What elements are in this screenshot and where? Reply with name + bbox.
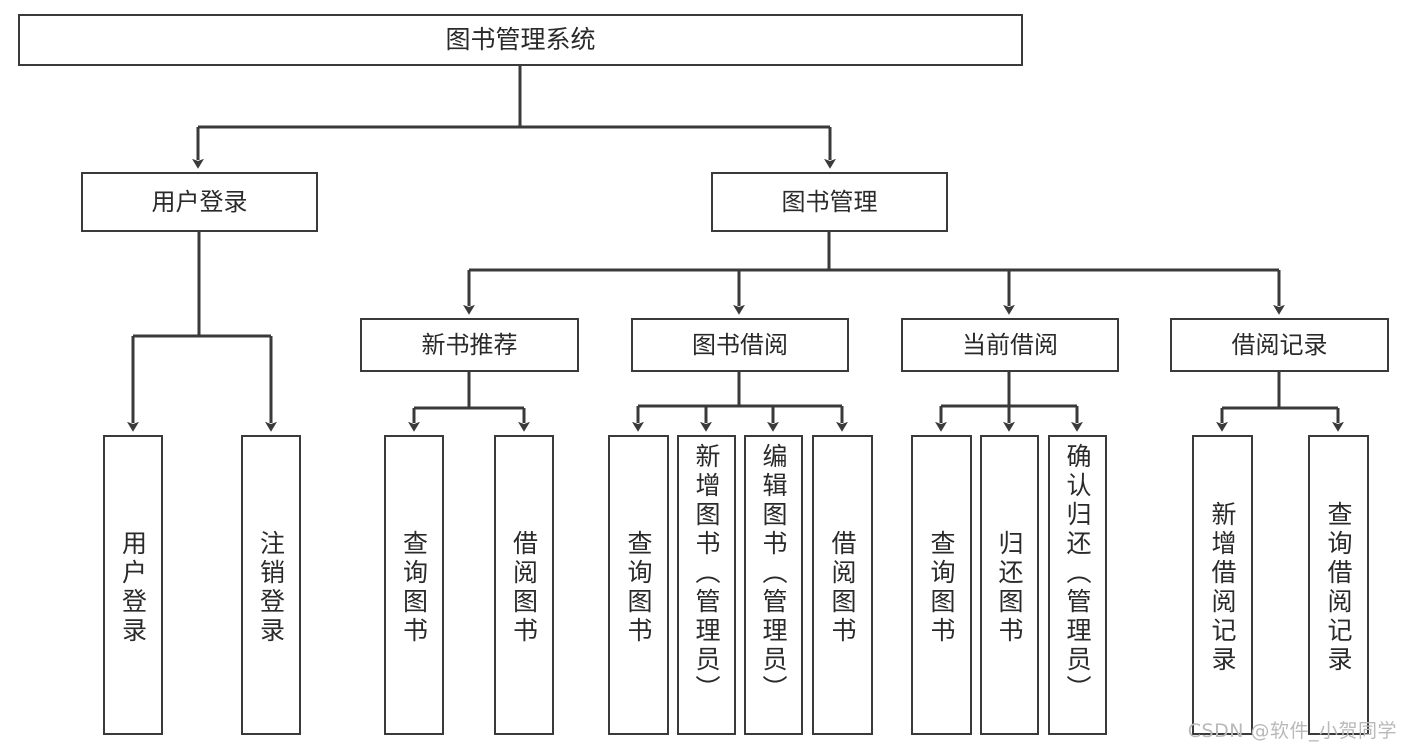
node-label: 新增图书（管理员） [692,443,721,704]
node-borrow-record[interactable]: 借阅记录 [1170,318,1389,372]
node-label: 借阅图书 [828,530,857,646]
node-label: 确认归还（管理员） [1063,443,1092,704]
node-label: 查询图书 [624,530,653,646]
node-label: 图书管理系统 [445,25,596,55]
node-label: 当前借阅 [962,330,1058,359]
node-label: 新增借阅记录 [1208,501,1237,675]
node-label: 用户登录 [151,187,248,216]
leaf-user-login[interactable]: 用户登录 [103,435,163,735]
leaf-query-book-current[interactable]: 查询图书 [911,435,972,735]
node-label: 归还图书 [995,530,1024,646]
node-book-management[interactable]: 图书管理 [711,172,948,232]
leaf-query-borrow-record[interactable]: 查询借阅记录 [1308,435,1369,735]
node-user-login[interactable]: 用户登录 [81,172,318,232]
leaf-logout[interactable]: 注销登录 [241,435,301,735]
node-label: 查询借阅记录 [1324,501,1353,675]
node-book-borrow[interactable]: 图书借阅 [631,318,849,372]
leaf-borrow-book[interactable]: 借阅图书 [812,435,873,735]
leaf-borrow-book-recommend[interactable]: 借阅图书 [494,435,554,735]
watermark-text: CSDN @软件_小贺同学 [1187,720,1397,742]
node-label: 用户登录 [118,530,148,646]
leaf-confirm-return-admin[interactable]: 确认归还（管理员） [1048,435,1107,735]
node-label: 查询图书 [927,530,956,646]
leaf-query-book-borrow[interactable]: 查询图书 [608,435,669,735]
node-label: 图书借阅 [692,330,788,359]
node-label: 注销登录 [256,530,286,646]
node-label: 编辑图书（管理员） [759,443,788,704]
node-label: 新书推荐 [421,330,518,359]
node-label: 借阅记录 [1231,330,1328,359]
node-root[interactable]: 图书管理系统 [18,14,1023,66]
leaf-query-book-recommend[interactable]: 查询图书 [384,435,444,735]
leaf-edit-book-admin[interactable]: 编辑图书（管理员） [744,435,803,735]
leaf-add-book-admin[interactable]: 新增图书（管理员） [677,435,736,735]
node-label: 图书管理 [781,187,878,216]
node-label: 借阅图书 [509,530,539,646]
node-new-book-recommend[interactable]: 新书推荐 [360,318,579,372]
leaf-add-borrow-record[interactable]: 新增借阅记录 [1192,435,1253,735]
node-label: 查询图书 [399,530,429,646]
leaf-return-book[interactable]: 归还图书 [980,435,1039,735]
node-current-borrow[interactable]: 当前借阅 [901,318,1119,372]
